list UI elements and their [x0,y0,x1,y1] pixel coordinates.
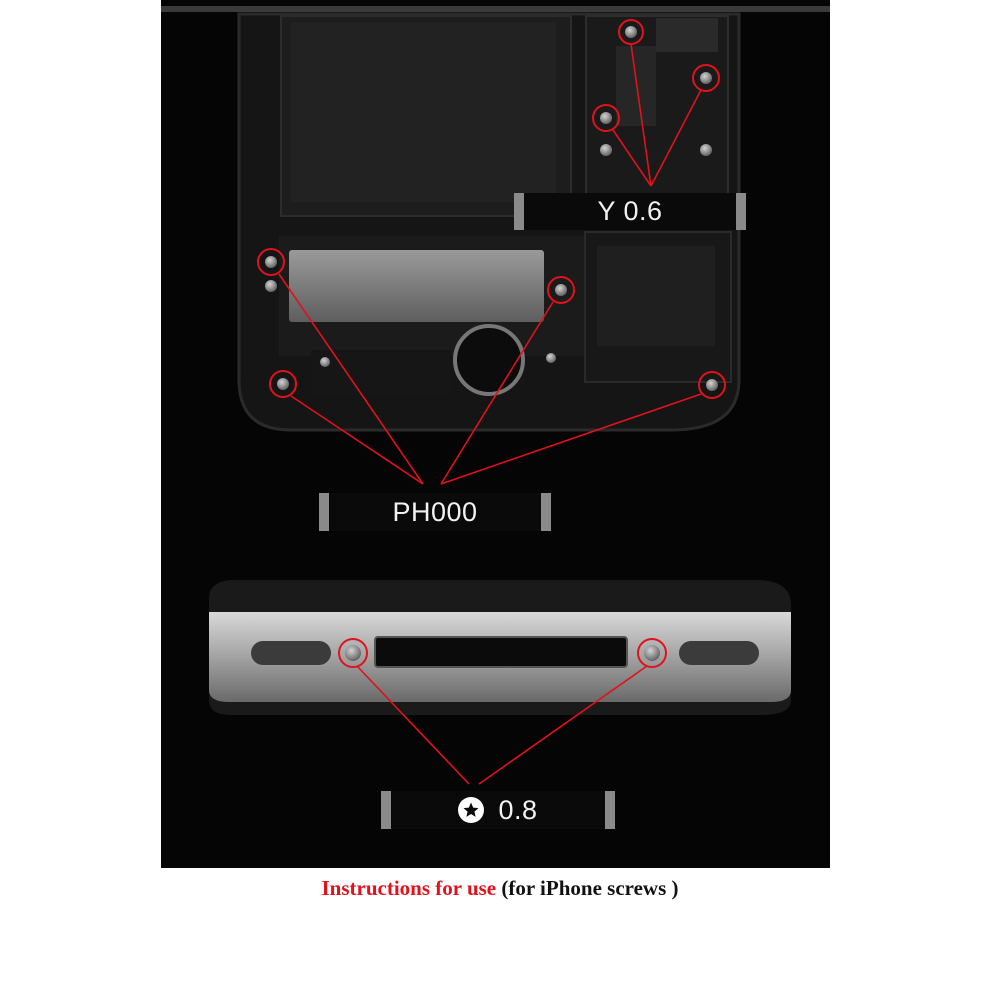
label-star-08: 0.8 [381,791,615,829]
screw-highlights-top [257,19,726,399]
label-ph000-text: PH000 [392,496,478,527]
label-star-text: 0.8 [498,794,538,825]
screws-top [265,26,718,391]
connector [616,46,656,126]
screw-highlights-bottom [338,638,667,668]
photo-illustration [161,6,830,785]
metal-plate [289,250,544,322]
dock-area [311,350,451,395]
caption-red: Instructions for use [321,876,497,900]
iphone-screw-photo: Y 0.6 PH000 0.8 [161,0,830,868]
pentalobe-screw-left [345,645,361,661]
board-chip [656,18,718,52]
pointer-lines-y06 [612,43,702,187]
caption-black: (for iPhone screws ) [501,876,679,900]
pentalobe-screw-right [644,645,660,661]
speaker-grille-right [679,641,759,665]
home-button [453,324,525,396]
dock-connector [374,636,628,668]
speaker-inner [597,246,715,346]
speaker-grille-left [251,641,331,665]
instructions-caption: Instructions for use (for iPhone screws … [0,876,1000,901]
pointer-lines-star [356,665,648,785]
star-icon [458,797,485,823]
label-ph000: PH000 [319,493,551,531]
top-edge [161,6,830,12]
label-y06-text: Y 0.6 [597,196,663,226]
battery [291,22,556,202]
pointer-lines-ph000 [278,273,702,485]
label-y06: Y 0.6 [514,193,746,230]
